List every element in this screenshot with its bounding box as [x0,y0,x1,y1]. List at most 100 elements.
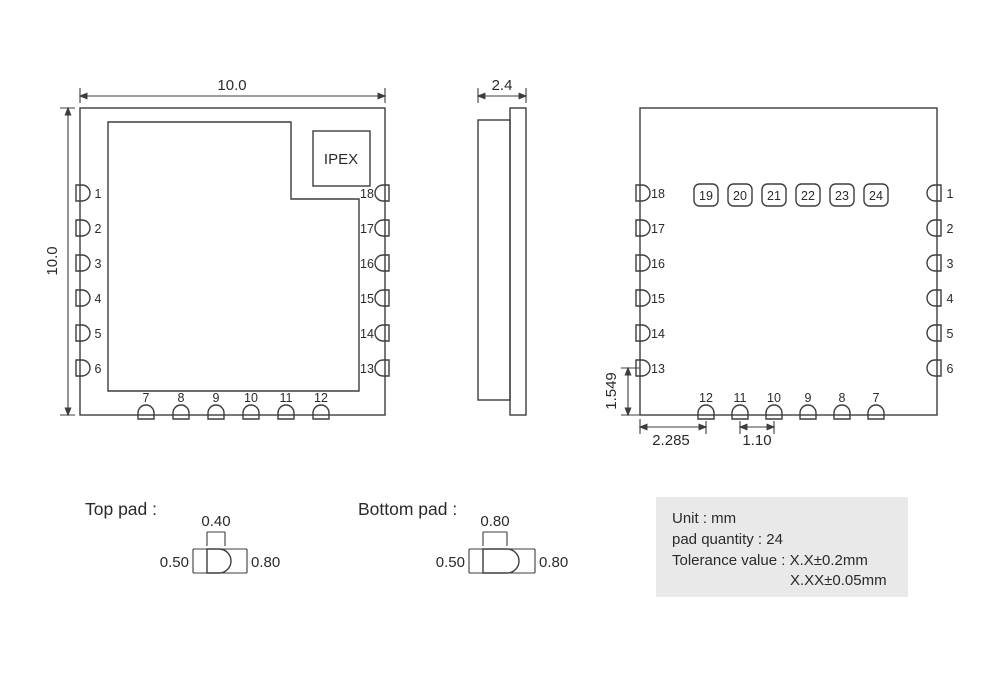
pad-notch [926,359,942,377]
pad-notch [926,254,942,272]
top-pad-detail: Top pad : 0.40 0.50 0.80 [85,499,280,574]
pin-number: 14 [651,327,665,341]
pin-number: 2 [947,222,954,236]
dim-label-edge-to-pad: 2.285 [652,432,690,449]
pad-notch [137,404,155,420]
pin-number: 12 [699,391,713,405]
pad-notch [635,324,651,342]
dim-label-pad-diameter: 0.80 [539,554,568,571]
pad-notch [374,219,390,237]
pad-notch [312,404,330,420]
pad-notch [374,254,390,272]
pin-number: 1 [95,187,102,201]
pad-notch [635,289,651,307]
pad-number: 19 [699,189,713,203]
pin-number: 6 [947,362,954,376]
pad-number: 24 [869,189,883,203]
pin-number: 17 [651,222,665,236]
pin-number: 16 [360,257,374,271]
pcb-side-outline [509,107,527,416]
pad-shape [206,548,232,574]
info-pad-quantity: pad quantity : 24 [672,531,783,548]
extension-lines [621,367,640,416]
pin-number: 3 [95,257,102,271]
bottom-pad-detail: Bottom pad : 0.80 0.50 0.80 [358,499,568,574]
module-outline [79,107,386,416]
pin-number: 13 [360,362,374,376]
pin-number: 12 [314,391,328,405]
pin-number: 6 [95,362,102,376]
info-tolerance-2: X.XX±0.05mm [790,572,887,589]
pad-notch [374,324,390,342]
dim-label-pad-width: 0.80 [480,513,509,530]
info-unit: Unit : mm [672,510,736,527]
dimension-bracket [206,531,226,546]
pad-notch [765,404,783,420]
pin-number: 15 [651,292,665,306]
pad-number: 23 [835,189,849,203]
shield-side-outline [477,119,511,401]
pin-number: 11 [734,391,747,405]
pad-notch [374,184,390,202]
pad-notch [207,404,225,420]
pin-number: 14 [360,327,374,341]
pad-notch [172,404,190,420]
pin-number: 4 [95,292,102,306]
dimension-bracket [482,531,508,546]
dimension-bracket [192,548,207,574]
pad-notch [242,404,260,420]
pad-notch [833,404,851,420]
pin-number: 9 [213,391,220,405]
pad-notch [926,219,942,237]
pin-number: 17 [360,222,374,236]
pin-number: 11 [280,391,293,405]
info-box: Unit : mm pad quantity : 24 Tolerance va… [656,497,908,597]
pad-notch [75,254,91,272]
dim-label-pad-diameter: 0.80 [251,554,280,571]
pad-notch [75,289,91,307]
bottom-view: 18 17 16 15 14 13 1 2 3 4 5 6 19 20 21 2… [603,107,954,449]
pin-number: 8 [178,391,185,405]
front-view: IPEX 10.0 10.0 1 2 3 4 5 6 18 17 16 15 1… [44,77,390,420]
pad-notch [374,289,390,307]
pad-notch [926,324,942,342]
pin-number: 7 [143,391,150,405]
pad-notch [75,324,91,342]
pin-number: 18 [360,187,374,201]
detail-title: Bottom pad : [358,499,457,519]
dim-label-pad-height: 0.50 [436,554,465,571]
pad-notch [926,289,942,307]
detail-title: Top pad : [85,499,157,519]
dim-label-thickness: 2.4 [492,77,513,94]
pad-notch [75,359,91,377]
pin-number: 18 [651,187,665,201]
pin-number: 10 [767,391,781,405]
pad-notch [635,219,651,237]
dim-label-height: 10.0 [44,246,61,275]
pad-notch [374,359,390,377]
ipex-connector-box [312,130,371,187]
pin-number: 13 [651,362,665,376]
ipex-label: IPEX [324,151,358,168]
pin-number: 15 [360,292,374,306]
dimension-bracket [509,548,536,574]
pad-notch [799,404,817,420]
pin-number: 4 [947,292,954,306]
module-outline [639,107,938,416]
dim-label-corner-height: 1.549 [603,372,620,410]
pin-number: 1 [947,187,954,201]
info-box-background [656,497,908,597]
dimension-bracket [221,548,248,574]
pad-shape [482,548,520,574]
dimension-bracket [468,548,483,574]
side-view: 2.4 [476,77,528,416]
pin-number: 3 [947,257,954,271]
pin-number: 5 [947,327,954,341]
pad-notch [635,184,651,202]
pad-notch [867,404,885,420]
info-tolerance-1: Tolerance value : X.X±0.2mm [672,552,868,569]
pin-number: 10 [244,391,258,405]
dim-label-pad-pitch: 1.10 [742,432,771,449]
dim-label-width: 10.0 [217,77,246,94]
